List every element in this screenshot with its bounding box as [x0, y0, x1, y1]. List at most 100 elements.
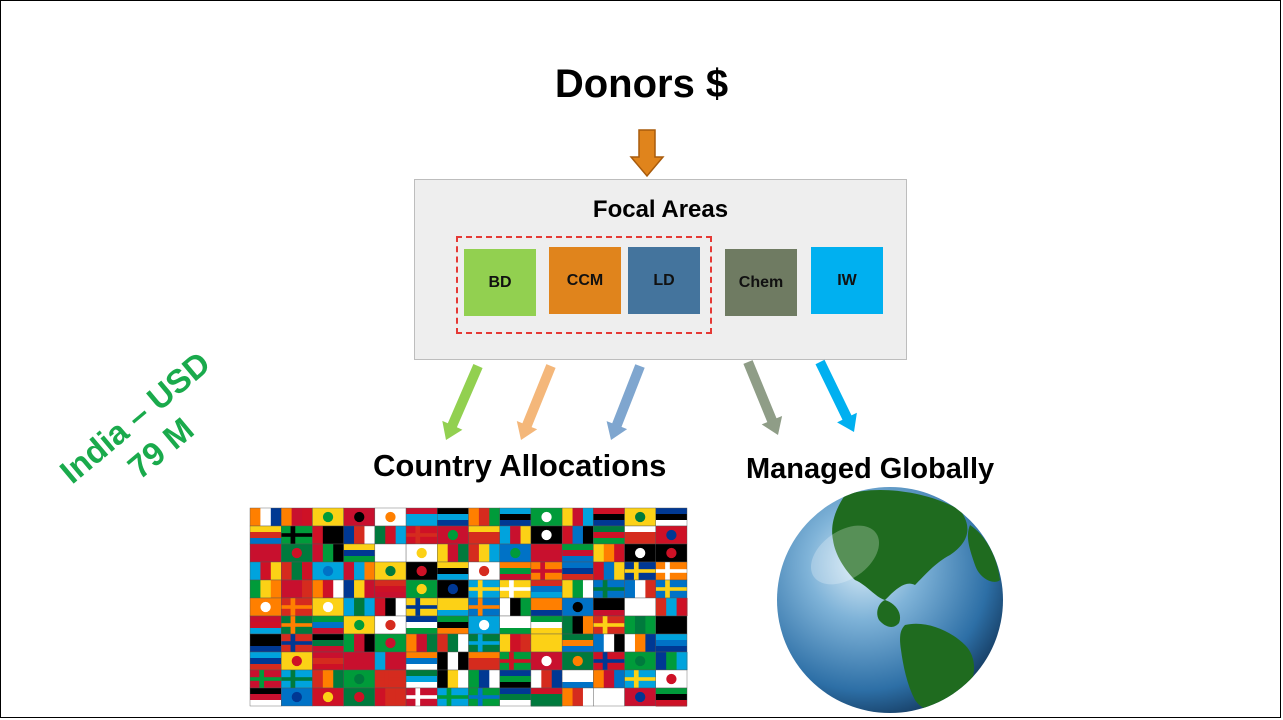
flag-tile	[655, 651, 688, 671]
flag-tile	[249, 525, 282, 545]
flag-tile	[374, 525, 407, 545]
arrow-ld	[606, 364, 645, 440]
flag-tile	[343, 597, 376, 617]
focal-area-iw: IW	[811, 247, 883, 314]
flag-tile	[468, 651, 500, 671]
flag-tile	[343, 561, 376, 581]
flag-tile	[374, 579, 407, 599]
flag-tile	[405, 615, 438, 635]
flag-tile	[437, 597, 469, 617]
flag-tile	[530, 507, 563, 527]
flag-tile	[499, 687, 532, 707]
flag-tile	[655, 615, 688, 635]
flag-tile	[468, 507, 501, 527]
country-allocation-group	[456, 236, 712, 334]
focal-areas-title: Focal Areas	[592, 196, 729, 223]
flag-tile	[249, 579, 282, 599]
flag-tile	[530, 633, 563, 653]
flag-tile	[374, 633, 407, 653]
flag-tile	[593, 525, 625, 545]
flag-tile	[530, 687, 563, 707]
globe-image	[777, 487, 1003, 713]
flag-tile	[405, 669, 438, 689]
flag-tile	[624, 597, 656, 617]
flag-tile	[281, 615, 313, 635]
flag-tile	[374, 507, 407, 527]
flag-tile	[281, 543, 313, 563]
flag-tile	[249, 597, 282, 617]
flag-tile	[624, 579, 657, 599]
flag-tile	[624, 615, 657, 635]
flag-tile	[499, 525, 532, 545]
flag-tile	[374, 543, 407, 563]
flag-tile	[468, 561, 500, 581]
country-allocations-label: Country Allocations	[373, 448, 667, 483]
flag-tile	[405, 579, 438, 599]
flag-tile	[281, 579, 313, 599]
flag-tile	[468, 687, 500, 707]
flag-tile	[437, 651, 469, 671]
arrow-bd	[442, 364, 483, 440]
flag-tile	[561, 579, 594, 599]
flag-tile	[593, 507, 625, 527]
flag-tile	[561, 597, 594, 617]
flag-tile	[624, 507, 656, 527]
flag-tile	[374, 687, 407, 707]
flag-tile	[530, 597, 563, 617]
flag-tile	[530, 525, 563, 545]
flag-tile	[593, 597, 625, 617]
flag-tile	[312, 633, 344, 653]
flag-tile	[593, 651, 625, 671]
flag-tile	[624, 525, 656, 545]
flag-tile	[468, 597, 500, 617]
flag-tile	[249, 507, 282, 527]
flag-tile	[561, 561, 594, 581]
flag-tile	[593, 615, 625, 635]
flag-tile	[468, 669, 501, 689]
flag-tile	[655, 687, 688, 707]
focal-areas-box: Focal Areas BD CCM LD Chem IW	[414, 179, 907, 360]
flag-tile	[468, 633, 500, 653]
flag-tile	[281, 669, 313, 689]
focal-area-ccm: CCM	[549, 247, 621, 314]
flag-tile	[312, 525, 345, 545]
flag-tile	[343, 633, 376, 653]
flag-tile	[624, 651, 656, 671]
flag-tile	[499, 669, 532, 689]
focal-area-bd: BD	[464, 249, 536, 316]
flag-tile	[343, 543, 376, 563]
flag-tile	[312, 597, 344, 617]
flag-tile	[312, 687, 344, 707]
flag-tile	[343, 669, 376, 689]
flag-tile	[499, 543, 532, 563]
flag-tile	[561, 525, 594, 545]
flag-tile	[561, 687, 594, 707]
flag-tile	[405, 525, 438, 545]
flag-tile	[437, 669, 469, 689]
flag-tile	[249, 633, 282, 653]
flag-tile	[468, 525, 500, 545]
flag-tile	[437, 687, 469, 707]
flag-tile	[468, 543, 501, 563]
flag-tile	[312, 507, 344, 527]
flag-tile	[281, 633, 313, 653]
flag-tile	[655, 633, 688, 653]
flag-tile	[312, 561, 344, 581]
flag-tile	[561, 543, 594, 563]
focal-area-chem: Chem	[725, 249, 797, 316]
flag-tile	[343, 579, 376, 599]
flag-tile	[405, 597, 438, 617]
flag-tile	[561, 651, 594, 671]
flag-tile	[655, 579, 688, 599]
flag-tile	[655, 561, 688, 581]
flag-tile	[249, 669, 282, 689]
flag-tile	[405, 651, 438, 671]
flag-tile	[561, 633, 594, 653]
flag-tile	[593, 687, 625, 707]
world-flags-image	[249, 507, 688, 707]
arrow-iw	[815, 359, 857, 432]
flag-tile	[437, 525, 469, 545]
flag-tile	[624, 561, 656, 581]
flag-tile	[530, 669, 563, 689]
